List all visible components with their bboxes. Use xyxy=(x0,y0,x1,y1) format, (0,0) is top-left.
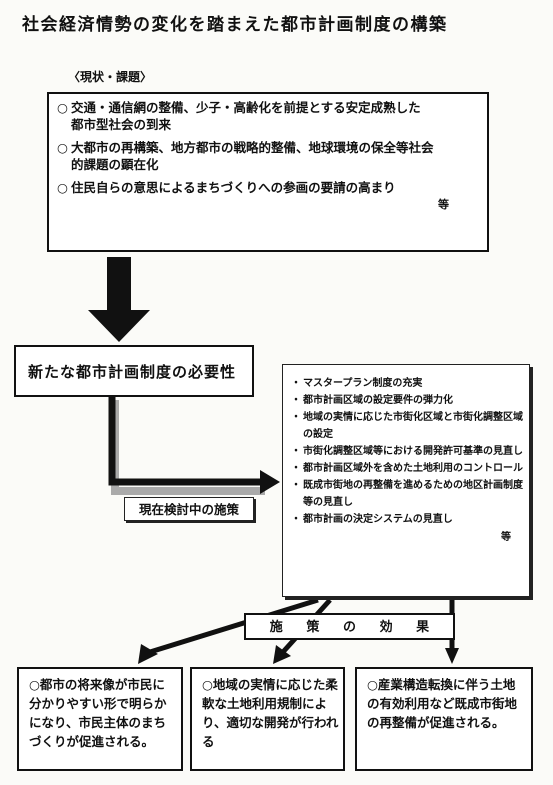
measures-box: ・マスタープラン制度の充実 ・都市計画区域の設定要件の弾力化 ・地域の実情に応じ… xyxy=(282,364,530,597)
measures-etc: 等 xyxy=(501,532,511,543)
shadow-connector xyxy=(111,400,265,495)
measures-connector xyxy=(108,397,262,486)
measure-item: ・市街化調整区域等における開発許可基準の見直し xyxy=(291,446,523,457)
need-box: 新たな都市計画制度の必要性 xyxy=(14,345,254,397)
issue-item: ○大都市の再構築、地方都市の戦略的整備、地球環境の保全等社会 的課題の顕在化 xyxy=(57,140,434,172)
effect-arrow-left-line xyxy=(149,597,319,655)
measure-item: ・マスタープラン制度の充実 xyxy=(291,378,423,389)
issue-item: ○住民自らの意思によるまちづくりへの参画の要請の高まり xyxy=(57,180,396,195)
issue-item: ○交通・通信網の整備、少子・高齢化を前提とする安定成熟した 都市型社会の到来 xyxy=(57,100,421,132)
considering-label: 現在検討中の施策 xyxy=(124,497,254,521)
effect-box-citizen: ○都市の将来像が市民に分かりやすい形で明らかになり、市民主体のまちづくりが促進さ… xyxy=(17,667,183,771)
measure-item: ・都市計画の決定システムの見直し xyxy=(291,514,453,525)
measure-item: ・都市計画区域の設定要件の弾力化 xyxy=(291,395,453,406)
effects-label: 施 策 の 効 果 xyxy=(244,613,455,640)
effect-box-land-use: ○地域の実情に応じた柔軟な土地利用規制により、適切な開発が行われる xyxy=(190,667,345,771)
current-issues-box: ○交通・通信網の整備、少子・高齢化を前提とする安定成熟した 都市型社会の到来 ○… xyxy=(47,92,489,252)
measure-item: ・都市計画区域外を含めた土地利用のコントロール xyxy=(291,463,523,474)
measure-item: ・地域の実情に応じた市街化区域と市街化調整区域の設定 xyxy=(291,412,523,440)
measure-item: ・既成市街地の再整備を進めるための地区計画制度等の見直し xyxy=(291,480,523,508)
current-issues-label: 〈現状・課題〉 xyxy=(68,70,153,84)
right-arrowhead xyxy=(260,470,280,494)
issues-etc: 等 xyxy=(438,198,449,211)
effect-arrow-middle-head xyxy=(273,645,291,664)
effect-box-redevelopment: ○産業構造転換に伴う土地の有効利用など既成市街地の再整備が促進される。 xyxy=(355,667,533,771)
effect-arrow-left-head xyxy=(138,644,158,664)
diagram-title: 社会経済情勢の変化を踏まえた都市計画制度の構築 xyxy=(22,15,448,35)
effect-arrow-right-head xyxy=(445,648,459,664)
big-down-arrow xyxy=(88,257,150,342)
